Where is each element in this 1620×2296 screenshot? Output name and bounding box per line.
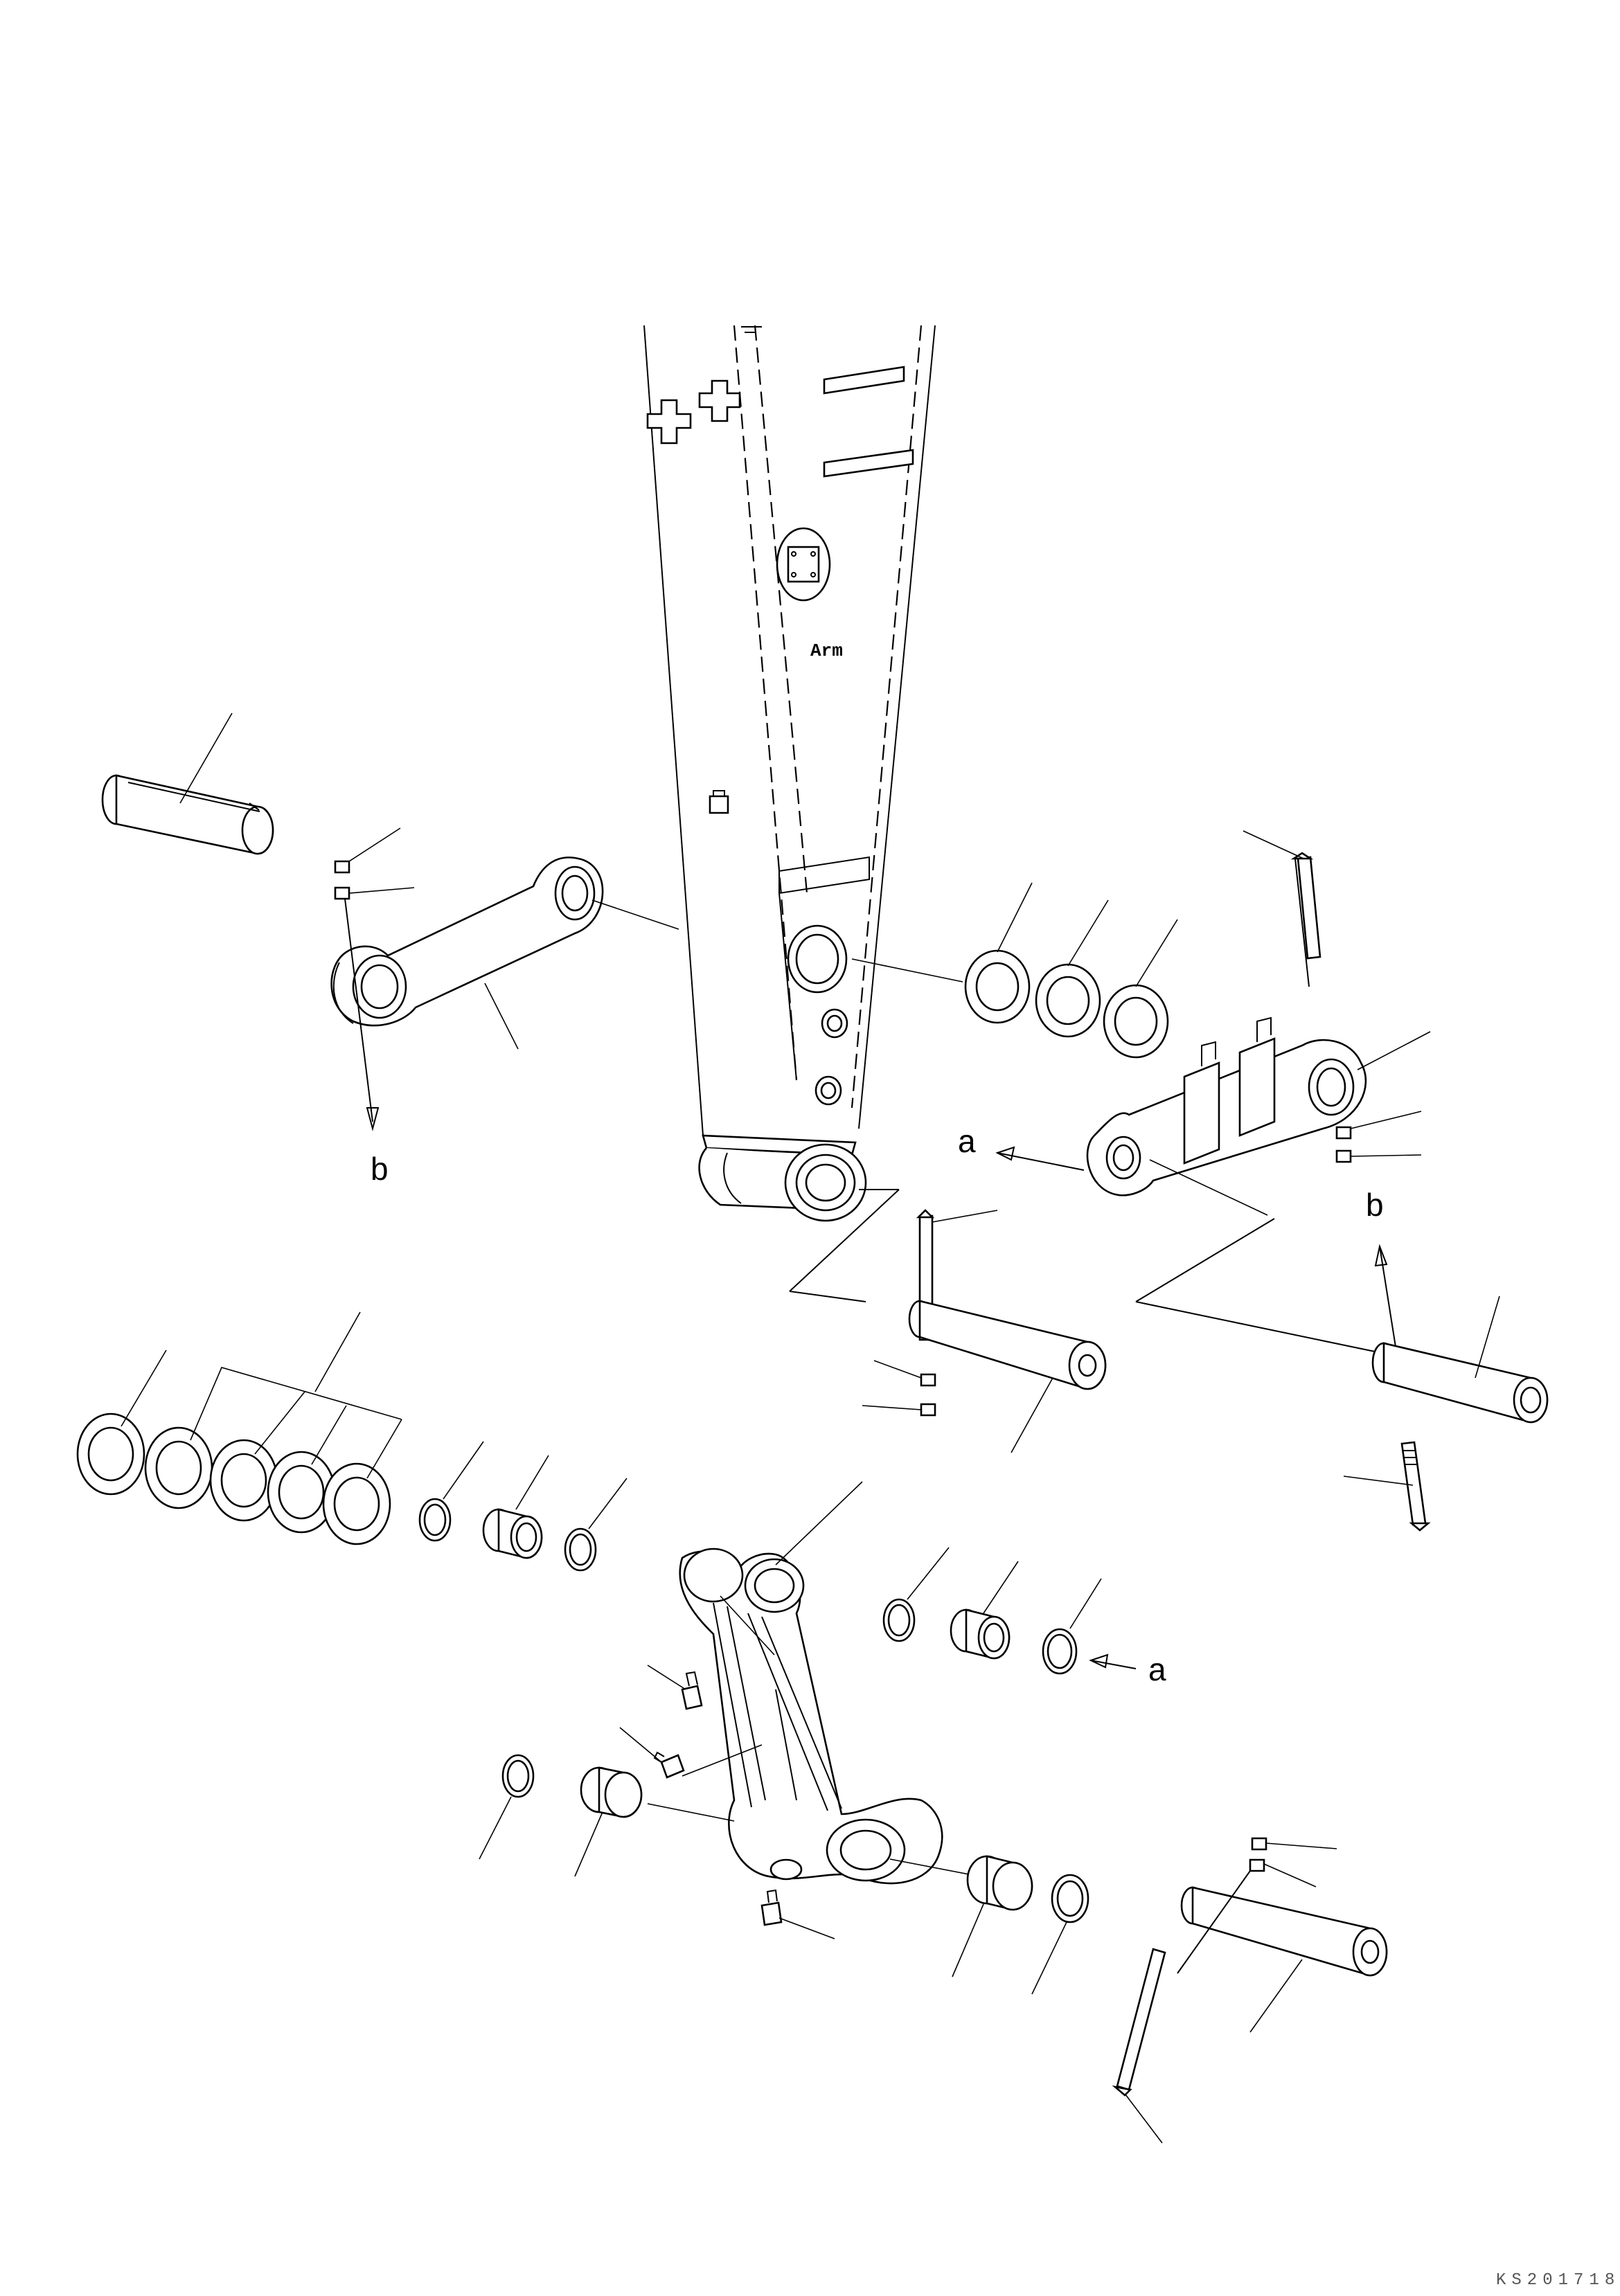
drawing-number: KS201718 — [1496, 2271, 1620, 2290]
nut-pair-right — [1335, 1111, 1422, 1163]
nut-pair-upper-left — [334, 827, 415, 1131]
ref-letter-a-lower: a — [1148, 1651, 1166, 1687]
link-pin-upper-left — [101, 712, 274, 855]
link-pin-center — [789, 1189, 1107, 1453]
arm-body — [643, 325, 936, 1222]
ref-letter-b-right: b — [1366, 1187, 1384, 1223]
link-pin-lower-right — [1112, 1837, 1388, 2144]
ref-letter-b-left: b — [371, 1151, 389, 1187]
ref-arrow-a-upper — [995, 1146, 1085, 1171]
rings-right-row — [882, 1547, 1102, 1675]
rings-left-row — [418, 1441, 627, 1572]
bolt-right — [1343, 1441, 1431, 1532]
arm-label: Arm — [810, 640, 843, 661]
link-pin-right — [1135, 1218, 1549, 1424]
shim-set-left — [76, 1311, 402, 1545]
lower-link-frame — [647, 1481, 988, 1885]
bracket-link-right — [1086, 830, 1431, 1216]
bushing-lower-left — [479, 1754, 643, 1877]
link-lever-left — [330, 856, 679, 1050]
ref-letter-a-upper: a — [958, 1123, 976, 1159]
grease-fittings — [619, 1665, 835, 1939]
bushing-lower-right — [952, 1855, 1089, 1995]
ref-arrow-b-right — [1374, 1244, 1396, 1347]
nut-pair-center — [862, 1360, 936, 1417]
ref-arrow-a-lower — [1089, 1653, 1137, 1669]
shim-set-upper-right — [851, 882, 1178, 1059]
